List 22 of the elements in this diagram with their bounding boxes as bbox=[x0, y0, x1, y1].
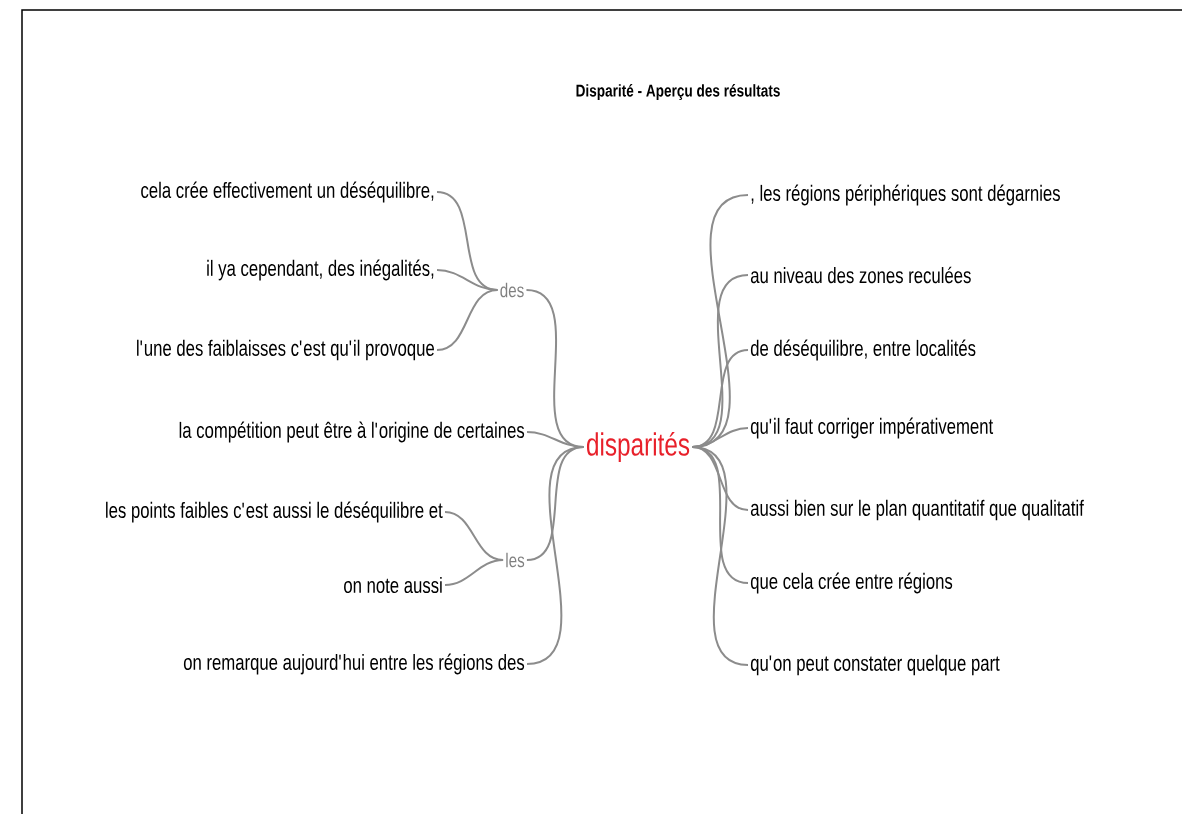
phrase-text: il ya cependant, des inégalités, bbox=[207, 259, 434, 281]
phrase-text: les points faibles c'est aussi le déséquilibre et bbox=[106, 501, 443, 523]
root-word: disparités bbox=[587, 431, 690, 463]
branch-word: des bbox=[500, 282, 524, 298]
phrase-text: de déséquilibre, entre localités bbox=[750, 339, 976, 361]
branch-word: les bbox=[506, 552, 525, 568]
connector-curve bbox=[436, 289, 499, 351]
phrase-text: qu'il faut corriger impérativement bbox=[750, 417, 994, 439]
phrase-text: la compétition peut être à l'origine de certaines bbox=[179, 421, 525, 443]
phrase-text: que cela crée entre régions bbox=[750, 572, 953, 594]
phrase-text: qu'on peut constater quelque part bbox=[750, 654, 1000, 676]
phrase-text: aussi bien sur le plan quantitatif que qualitatif bbox=[750, 499, 1084, 521]
phrase-text: au niveau des zones reculées bbox=[750, 266, 971, 284]
phrase-text: l'une des faiblaisses c'est qu'il provoque bbox=[137, 339, 434, 361]
phrase-text: on note aussi bbox=[344, 576, 442, 594]
title: Disparité - Aperçu des résultats bbox=[576, 84, 780, 100]
connector-curve bbox=[444, 559, 505, 586]
connector-curve bbox=[691, 446, 749, 666]
phrase-text: on remarque aujourd'hui entre les régions des bbox=[183, 653, 525, 675]
phrase-text: , les régions périphériques sont dégarnies bbox=[751, 184, 1060, 206]
connector-curve bbox=[526, 446, 585, 665]
phrase-text: cela crée effectivement un déséquilibre, bbox=[141, 181, 434, 203]
